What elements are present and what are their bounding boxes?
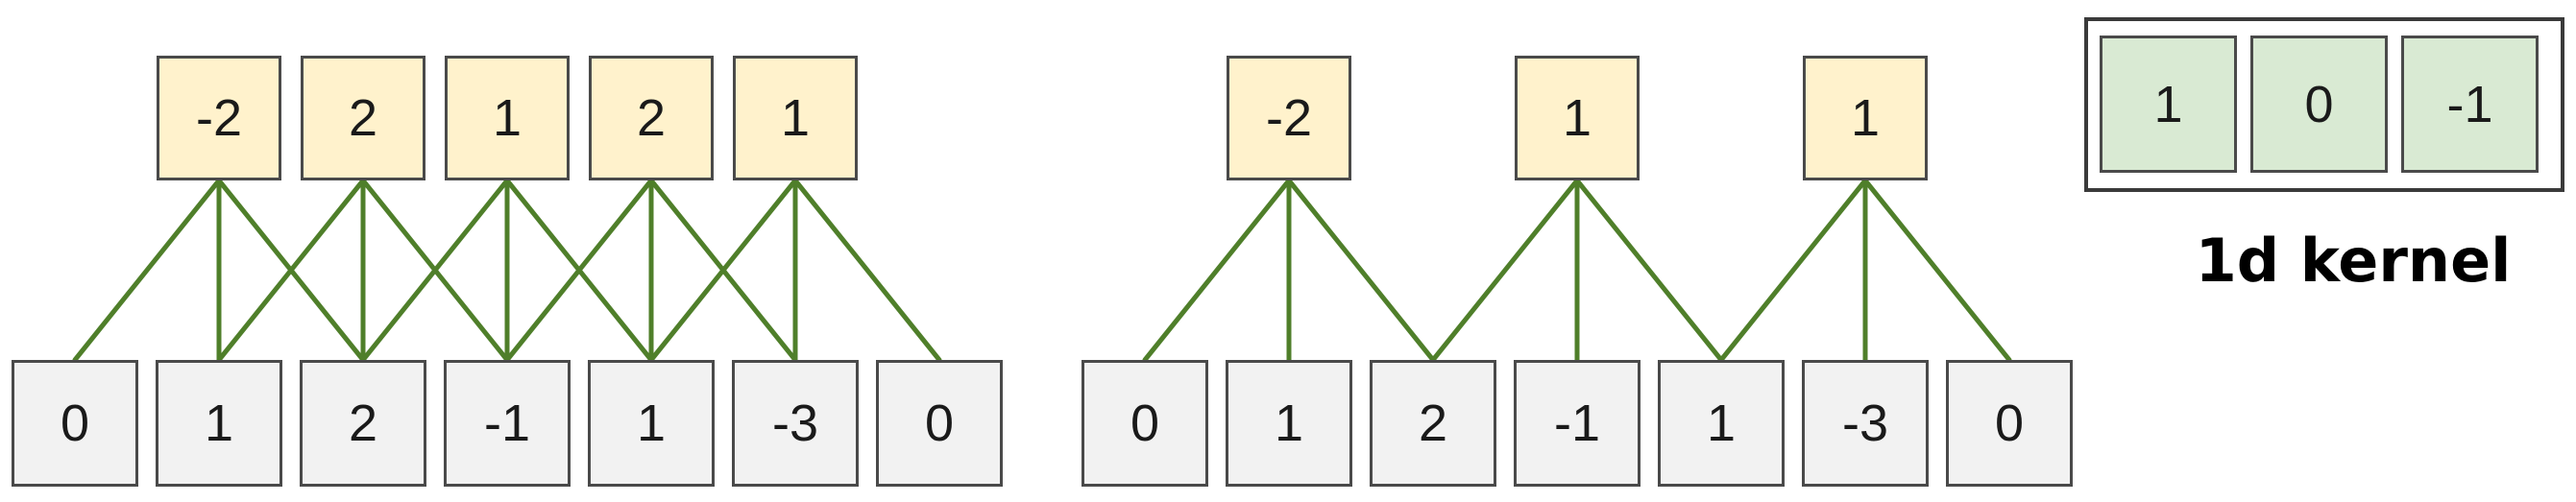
output-cell: 1	[1803, 56, 1928, 180]
kernel-cell: 1	[2100, 36, 2237, 173]
output-cell: -2	[157, 56, 281, 180]
input-cell: 1	[588, 360, 715, 487]
output-cell: 1	[733, 56, 858, 180]
kernel-cell: -1	[2401, 36, 2539, 173]
input-cell: -1	[444, 360, 571, 487]
input-cell: 0	[1946, 360, 2073, 487]
edge-stride1-out3-in3	[504, 178, 654, 363]
input-cell: 0	[12, 360, 138, 487]
edge-stride2-out1-in2	[1430, 178, 1580, 363]
input-cell: 1	[156, 360, 282, 487]
output-cell: -2	[1227, 56, 1351, 180]
edge-stride2-out0-in2	[1286, 178, 1436, 363]
output-cell: 2	[301, 56, 425, 180]
output-cell: 2	[589, 56, 714, 180]
input-cell: -3	[1802, 360, 1929, 487]
input-cell: 0	[876, 360, 1003, 487]
kernel-cell: 0	[2250, 36, 2388, 173]
edge-stride2-out2-in4	[1718, 178, 1868, 363]
edge-stride1-out2-in2	[360, 178, 510, 363]
input-cell: 2	[1370, 360, 1496, 487]
output-cell: 1	[445, 56, 570, 180]
input-cell: -1	[1514, 360, 1640, 487]
edge-stride1-out4-in6	[792, 178, 942, 363]
edge-stride1-out4-in4	[648, 178, 798, 363]
input-cell: 1	[1658, 360, 1785, 487]
kernel-label: 1d kernel	[2195, 226, 2512, 296]
input-cell: 1	[1226, 360, 1352, 487]
input-cell: 0	[1081, 360, 1208, 487]
edge-stride1-out1-in1	[216, 178, 366, 363]
input-cell: 2	[300, 360, 426, 487]
edge-stride2-out1-in4	[1574, 178, 1724, 363]
output-cell: 1	[1515, 56, 1640, 180]
input-cell: -3	[732, 360, 859, 487]
edge-stride1-out0-in0	[72, 178, 222, 363]
edge-stride2-out2-in6	[1862, 178, 2012, 363]
edge-stride2-out0-in0	[1142, 178, 1292, 363]
